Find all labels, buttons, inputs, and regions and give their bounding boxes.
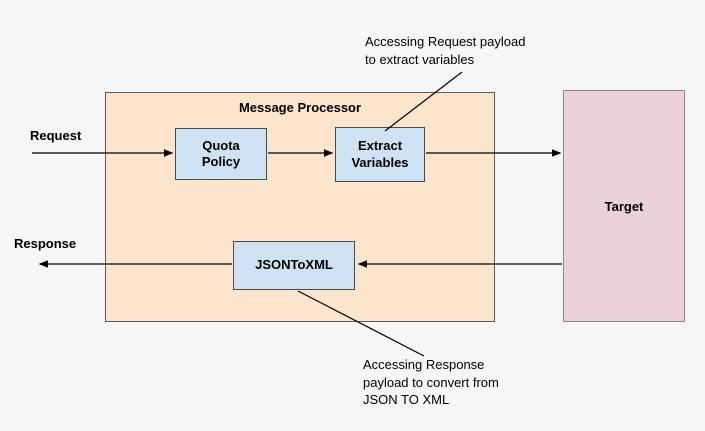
extract-variables-node: Extract Variables (335, 127, 425, 182)
request-label: Request (30, 128, 82, 143)
json-to-xml-node: JSONToXML (233, 241, 355, 290)
quota-policy-node: Quota Policy (175, 128, 267, 180)
request-annotation: Accessing Request payload to extract var… (365, 34, 526, 67)
extract-variables-label: Extract Variables (351, 138, 409, 170)
response-label: Response (14, 236, 77, 251)
response-annotation: Accessing Response payload to convert fr… (363, 357, 499, 408)
target-node: Target (563, 90, 685, 322)
quota-policy-label: Quota Policy (201, 137, 241, 169)
message-processor-title: Message Processor (238, 100, 362, 115)
target-label: Target (604, 198, 644, 214)
json-to-xml-label: JSONToXML (255, 257, 333, 273)
